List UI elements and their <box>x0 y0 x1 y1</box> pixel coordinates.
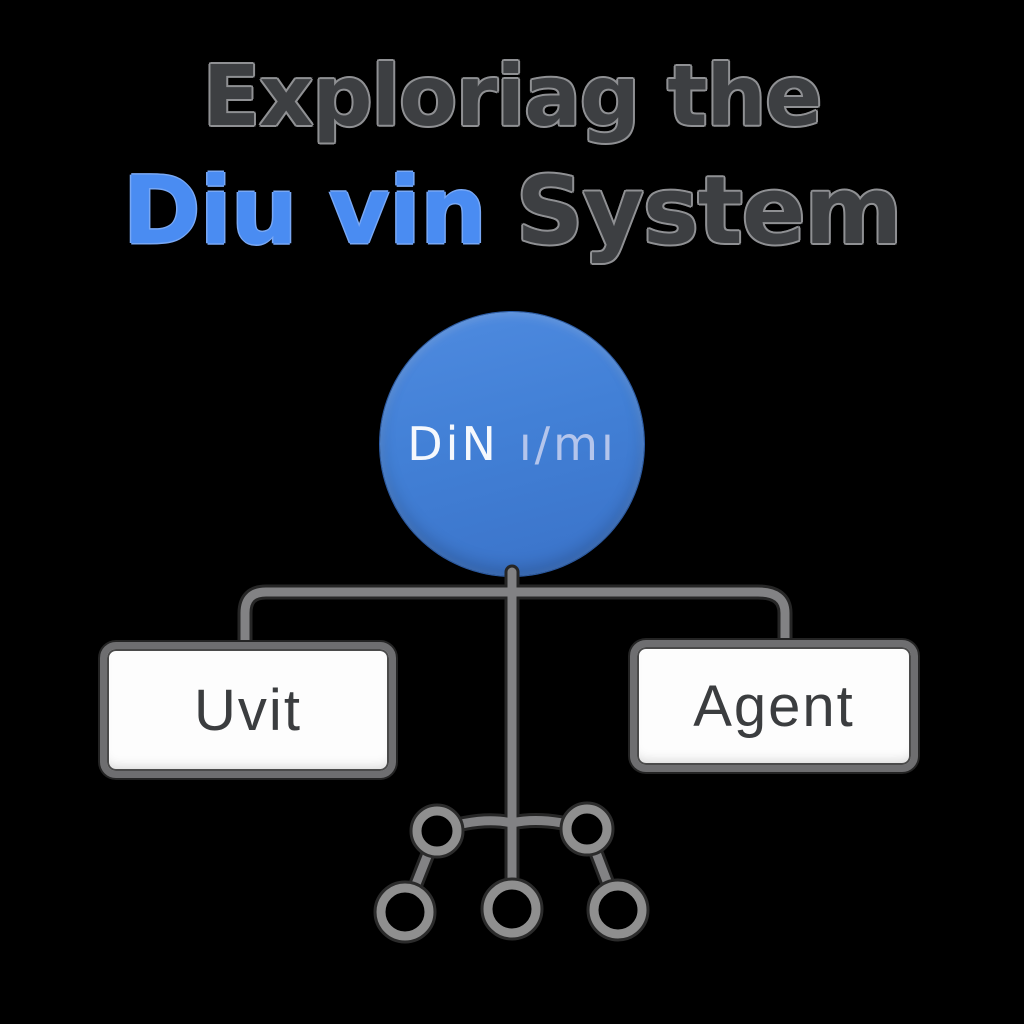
node-box-agent: Agent <box>630 640 918 772</box>
root-node-logo-text: DiN ı/mı <box>407 417 617 471</box>
logo-part2: ı/mı <box>518 417 617 471</box>
logo-part1: DiN <box>407 417 499 471</box>
node-label-agent: Agent <box>693 673 855 739</box>
title-line2: Diu vin System <box>0 157 1024 266</box>
node-label-uvit: Uvit <box>194 677 302 743</box>
title-line2-highlight: Diu vin <box>122 157 487 266</box>
title-line1: Exploriag the <box>202 47 822 145</box>
root-node-circle: DiN ı/mı <box>380 312 644 576</box>
node-box-uvit: Uvit <box>100 642 396 778</box>
network-hierarchy-icon <box>373 801 650 944</box>
title-line2-rest: System <box>515 157 903 266</box>
